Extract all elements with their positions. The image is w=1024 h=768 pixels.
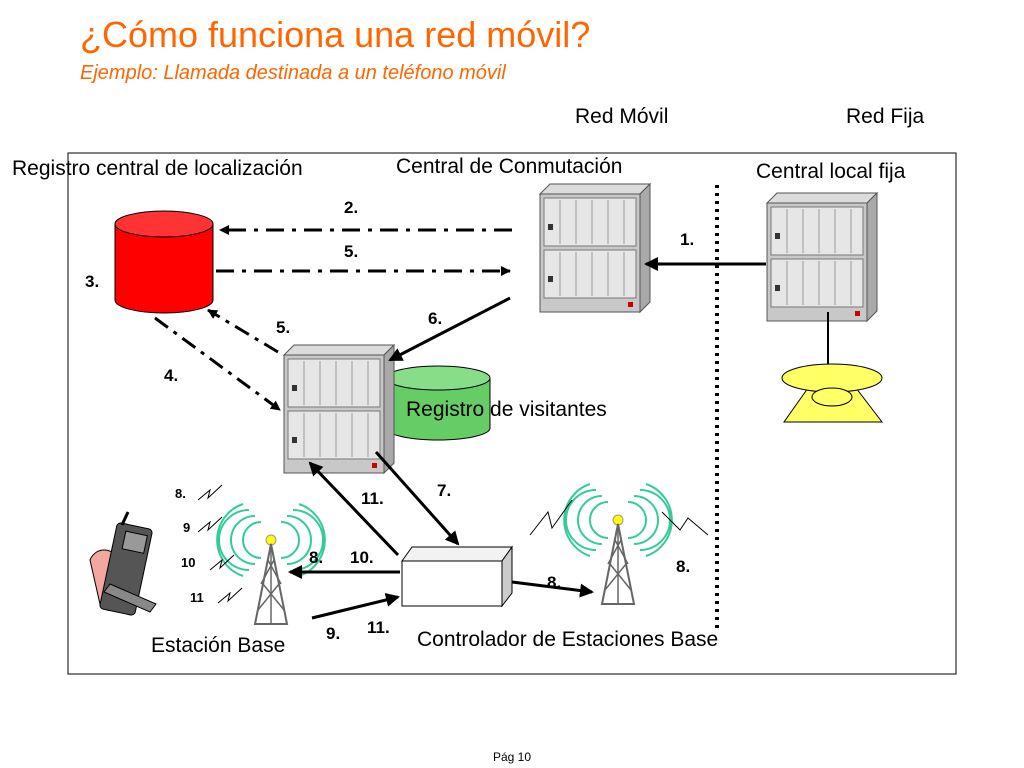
remote-tower-icon	[563, 483, 673, 605]
bsc-box-icon	[401, 545, 513, 608]
fixed-phone-icon	[781, 363, 884, 423]
estacion-base-label: Estación Base	[151, 634, 286, 657]
signal-11-label: 11	[190, 590, 204, 605]
arrow-step9	[311, 593, 400, 620]
mobile-phone-icon	[89, 511, 157, 616]
arrow-step6	[388, 296, 511, 362]
switching-center-icon	[539, 183, 651, 313]
step-8b-label: 8.	[547, 573, 562, 592]
fixed-exchange-icon	[766, 192, 878, 322]
registro-visitantes-label: Registro de visitantes	[406, 398, 607, 421]
step-8a-label: 8.	[309, 548, 324, 567]
slide-title: ¿Cómo funciona una red móvil?	[80, 14, 591, 55]
arrow-step11-up	[308, 461, 400, 557]
step-5a-label: 5.	[344, 242, 359, 261]
vlr-database-icon	[385, 365, 491, 441]
signal-10-label: 10	[181, 555, 196, 570]
arrow-step4	[154, 316, 281, 412]
controlador-label: Controlador de Estaciones Base	[417, 628, 719, 651]
step-4-label: 4.	[164, 366, 179, 385]
arrow-step7	[374, 451, 460, 546]
slide-subtitle: Ejemplo: Llamada destinada a un teléfono…	[80, 62, 506, 84]
signal-bolts-icon	[197, 484, 709, 604]
step-9-label: 9.	[326, 624, 341, 643]
step-7-label: 7.	[437, 481, 452, 500]
step-5b-label: 5.	[276, 318, 291, 337]
signal-8-label: 8.	[175, 486, 186, 501]
step-3-label: 3.	[85, 272, 100, 291]
red-fija-label: Red Fija	[846, 105, 925, 128]
hlr-database-icon	[114, 210, 214, 314]
diagram-frame	[67, 152, 957, 675]
page-number: Pág 10	[492, 750, 532, 764]
red-movil-label: Red Móvil	[575, 105, 669, 128]
step-10-label: 10.	[350, 548, 374, 567]
registro-central-label: Registro central de localización	[12, 157, 303, 180]
step-6-label: 6.	[428, 309, 443, 328]
arrow-step5-left	[207, 308, 279, 354]
step-2-label: 2.	[344, 198, 359, 217]
arrow-step8-right	[511, 580, 594, 598]
central-local-fija-label: Central local fija	[756, 160, 906, 183]
step-8c-label: 8.	[676, 557, 691, 576]
step-11b-label: 11.	[367, 618, 390, 637]
step-11a-label: 11.	[361, 489, 384, 508]
step-1-label: 1.	[680, 230, 695, 249]
signal-9-label: 9	[183, 520, 191, 535]
central-conmutacion-label: Central de Conmutación	[396, 155, 623, 178]
